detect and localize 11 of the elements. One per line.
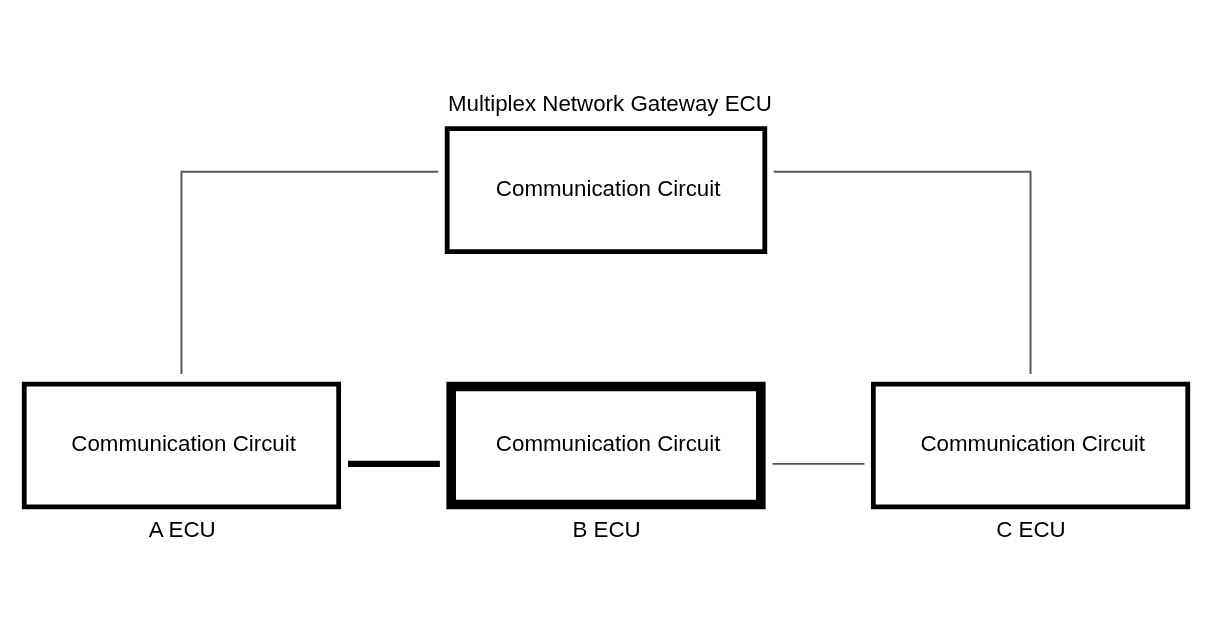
node-box: Communication Circuit (870, 381, 1191, 510)
node-box: Communication Circuit (21, 381, 342, 510)
node-label: B ECU (572, 516, 641, 542)
node-box: Communication Circuit (446, 381, 766, 510)
connector (772, 170, 1032, 375)
connector (771, 462, 866, 465)
node-label: A ECU (148, 516, 216, 542)
node-label: Multiplex Network Gateway ECU (447, 90, 772, 116)
connector (180, 170, 440, 375)
node-box: Communication Circuit (444, 126, 768, 254)
node-label: C ECU (996, 516, 1066, 542)
